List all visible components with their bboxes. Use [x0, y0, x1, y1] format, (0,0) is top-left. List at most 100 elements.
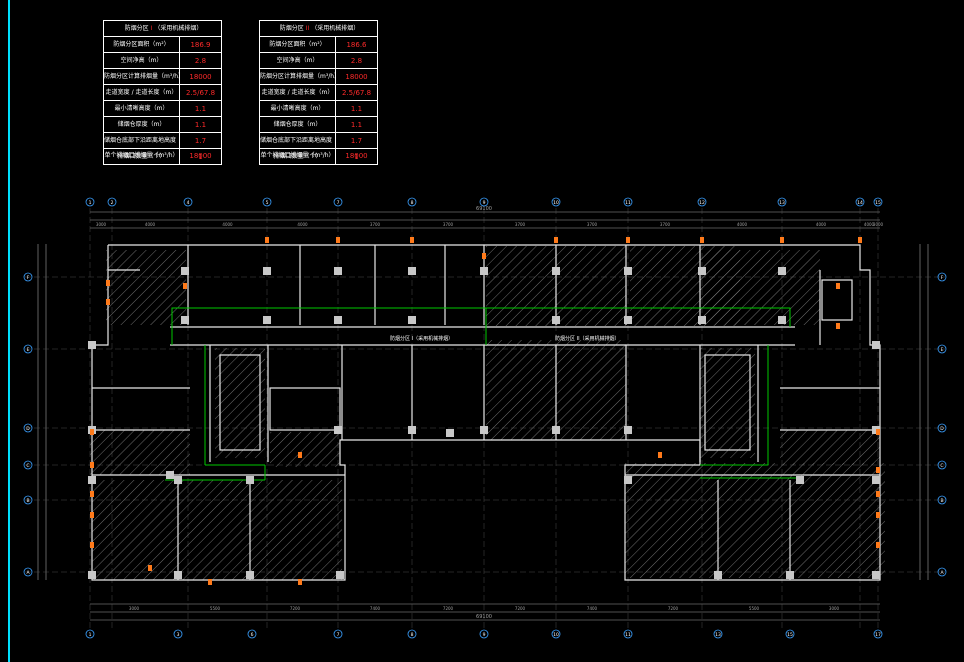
axis-bubble-label: 13: [779, 200, 785, 206]
row-value: 18000: [189, 73, 212, 81]
fire-marker: [876, 429, 880, 435]
table-row: 防烟分区面积（m²）186.6: [260, 37, 377, 53]
axis-bubble-label: 6: [251, 632, 254, 638]
axis-bubble-top: 15: [873, 197, 883, 207]
fire-marker: [836, 283, 840, 289]
axis-bubble-label: 2: [111, 200, 114, 206]
axis-bubble-label: 13: [715, 632, 721, 638]
axis-bubble-circle: [855, 197, 865, 207]
column: [246, 476, 254, 484]
row-label: 防烟分区计算排烟量（m³/h）: [104, 69, 180, 85]
axis-bubble-label: E: [27, 347, 30, 353]
axis-bubble-circle: [23, 460, 33, 470]
axis-bubble-bottom: 11: [623, 629, 633, 639]
dimension-value: 3000: [873, 222, 884, 227]
fire-marker: [626, 237, 630, 243]
column: [698, 316, 706, 324]
row-label: 空间净高（m）: [104, 53, 180, 69]
column: [872, 476, 880, 484]
axis-bubble-label: 4: [187, 200, 190, 206]
axis-bubble-bottom: 10: [551, 629, 561, 639]
axis-bubble-circle: [937, 460, 947, 470]
axis-bubble-circle: [937, 344, 947, 354]
table-row: 走道宽度 / 走道长度（m）2.5/67.8: [260, 85, 377, 101]
table-header: 防烟分区 II （采用机械排烟）: [260, 21, 377, 37]
fire-marker: [554, 237, 558, 243]
axis-bubble-circle: [85, 197, 95, 207]
axis-bubble-circle: [262, 197, 272, 207]
dimension-value: 4000: [297, 222, 308, 227]
column: [446, 429, 454, 437]
column: [408, 316, 416, 324]
axis-bubble-circle: [407, 629, 417, 639]
axis-bubble-right: B: [937, 495, 947, 505]
row-value: 1: [198, 153, 203, 161]
fire-marker: [298, 579, 302, 585]
axis-bubble-top: 13: [777, 197, 787, 207]
axis-bubble-top: 2: [107, 197, 117, 207]
corridor-label-zone-1: 防烟分区 I（采用机械排烟）: [390, 335, 453, 342]
axis-bubble-label: D: [26, 426, 30, 432]
smoke-zone-table-2: 防烟分区 II （采用机械排烟） 防烟分区面积（m²）186.6 空间净高（m）…: [259, 20, 378, 165]
axis-bubble-label: D: [940, 426, 944, 432]
axis-bubble-label: 15: [875, 200, 881, 206]
axis-bubble-circle: [333, 629, 343, 639]
axis-bubble-label: 9: [483, 200, 486, 206]
axis-bubble-top: 14: [855, 197, 865, 207]
fire-marker: [836, 323, 840, 329]
axis-bubble-left: B: [23, 495, 33, 505]
column: [88, 571, 96, 579]
column: [181, 267, 189, 275]
row-value: 1.1: [350, 105, 363, 113]
fire-marker: [876, 512, 880, 518]
axis-bubble-label: B: [940, 498, 943, 504]
axis-bubble-circle: [697, 197, 707, 207]
axis-bubble-right: E: [937, 344, 947, 354]
axis-bubble-label: 8: [411, 200, 414, 206]
axis-bubble-circle: [85, 629, 95, 639]
walls: [91, 244, 881, 581]
axis-bubble-right: F: [937, 272, 947, 282]
axis-bubble-label: A: [940, 570, 944, 576]
column: [88, 341, 96, 349]
zone-number: II: [305, 25, 310, 32]
column: [786, 571, 794, 579]
dimension-value: 4000: [864, 222, 875, 227]
axis-bubble-circle: [23, 344, 33, 354]
axis-bubble-bottom: 3: [173, 629, 183, 639]
axis-bubble-top: 9: [479, 197, 489, 207]
row-label: 防烟分区面积（m²）: [104, 37, 180, 53]
axis-bubble-bottom: 6: [247, 629, 257, 639]
axis-bubble-circle: [23, 423, 33, 433]
axis-bubble-label: 9: [483, 632, 486, 638]
axis-bubble-label: C: [26, 463, 29, 469]
table-title: 防烟分区: [279, 25, 304, 32]
table-title: 防烟分区: [124, 25, 149, 32]
axis-bubble-label: 7: [337, 632, 340, 638]
table-header: 防烟分区 I （采用机械排烟）: [104, 21, 221, 37]
dimension-value: 3700: [515, 222, 526, 227]
column: [778, 316, 786, 324]
dimension-value: 3700: [587, 222, 598, 227]
table-row: 防烟分区计算排烟量（m³/h）18000: [260, 69, 377, 85]
row-label: 储烟仓底部下沿距离地高度（m）: [260, 133, 336, 149]
fire-marker: [90, 429, 94, 435]
axis-bubble-label: 1: [89, 632, 92, 638]
column: [698, 267, 706, 275]
table-row: 最小清晰高度（m）1.1: [260, 101, 377, 117]
column: [263, 267, 271, 275]
fire-marker: [90, 512, 94, 518]
fire-marker: [265, 237, 269, 243]
corridor-label-zone-2: 防烟分区 II（采用机械排烟）: [555, 335, 620, 342]
fire-marker: [106, 280, 110, 286]
axis-bubble-label: 8: [411, 632, 414, 638]
row-label: 走道宽度 / 走道长度（m）: [260, 85, 336, 101]
dimension-value: 3000: [829, 606, 840, 611]
row-value: 2.5/67.8: [185, 89, 216, 97]
table-row: 储烟仓底部下沿距离地高度（m）1.7: [260, 133, 377, 149]
column: [624, 476, 632, 484]
axis-bubble-right: C: [937, 460, 947, 470]
